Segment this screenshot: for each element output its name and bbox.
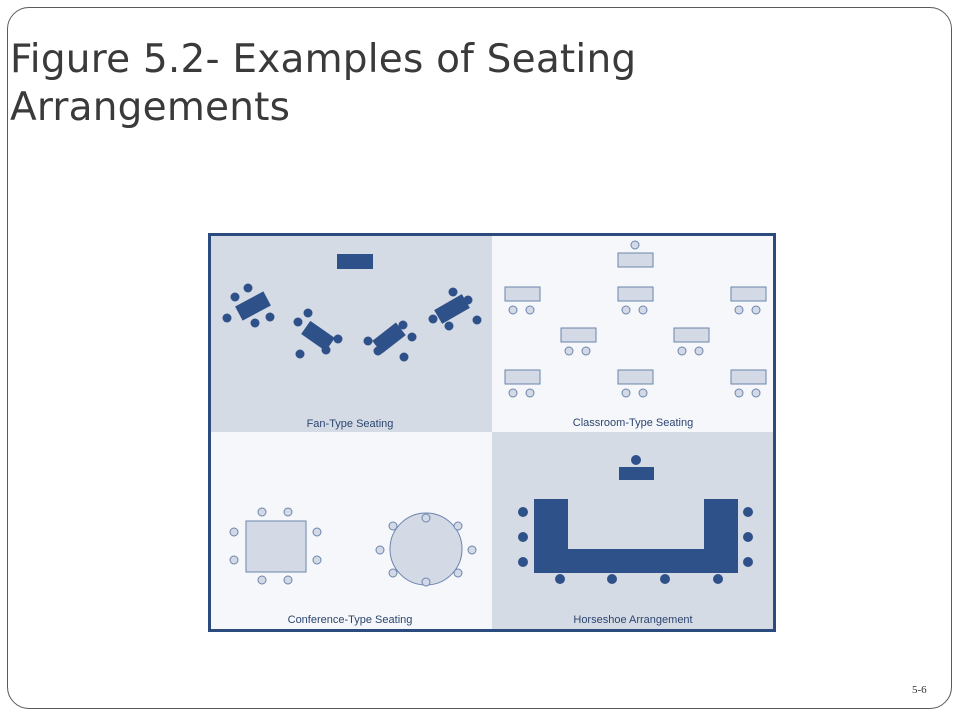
fan-chair bbox=[293, 317, 303, 327]
fan-chair bbox=[428, 314, 438, 324]
classroom-chair bbox=[638, 388, 648, 398]
conference-chair bbox=[283, 575, 293, 585]
classroom-seating-diagram bbox=[504, 240, 767, 398]
fan-table bbox=[372, 322, 406, 354]
slide-number: 5-6 bbox=[912, 684, 927, 696]
fan-chair bbox=[333, 334, 343, 344]
horseshoe-chair bbox=[743, 507, 753, 517]
classroom-desk bbox=[730, 286, 767, 302]
horseshoe-chair bbox=[518, 532, 528, 542]
classroom-chair bbox=[734, 305, 744, 315]
seating-arrangements-figure: Fan-Type Seating bbox=[208, 233, 776, 632]
horseshoe-chair bbox=[743, 532, 753, 542]
horseshoe-chair bbox=[607, 574, 617, 584]
fan-seating-diagram bbox=[222, 254, 482, 362]
horseshoe-arrangement-label: Horseshoe Arrangement bbox=[573, 614, 692, 626]
conference-chair bbox=[229, 555, 239, 565]
classroom-chair bbox=[508, 388, 518, 398]
fan-chair bbox=[463, 295, 473, 305]
fan-chair bbox=[472, 315, 482, 325]
horseshoe-chair bbox=[518, 507, 528, 517]
fan-chair bbox=[243, 283, 253, 293]
fan-chair bbox=[373, 346, 383, 356]
classroom-desk bbox=[617, 286, 654, 302]
conference-seating-diagram bbox=[229, 507, 477, 587]
fan-chair bbox=[295, 349, 305, 359]
conference-chair bbox=[388, 521, 398, 531]
classroom-desk bbox=[673, 327, 710, 343]
fan-chair bbox=[444, 321, 454, 331]
fan-presenter-table bbox=[337, 254, 373, 269]
conference-chair bbox=[375, 545, 385, 555]
fan-table-group bbox=[222, 283, 275, 328]
fan-chair bbox=[448, 287, 458, 297]
classroom-chair bbox=[581, 346, 591, 356]
horseshoe-chair bbox=[713, 574, 723, 584]
conference-chair bbox=[229, 527, 239, 537]
conference-chair bbox=[283, 507, 293, 517]
classroom-chair bbox=[525, 305, 535, 315]
conference-chair bbox=[312, 527, 322, 537]
classroom-chair bbox=[508, 305, 518, 315]
conference-chair bbox=[257, 507, 267, 517]
classroom-desk bbox=[560, 327, 597, 343]
conference-chair bbox=[421, 513, 431, 523]
classroom-chair bbox=[621, 305, 631, 315]
fan-chair bbox=[222, 313, 232, 323]
classroom-chair bbox=[734, 388, 744, 398]
classroom-chair bbox=[638, 305, 648, 315]
fan-chair bbox=[321, 345, 331, 355]
classroom-chair bbox=[751, 305, 761, 315]
horseshoe-table bbox=[534, 499, 738, 573]
fan-chair bbox=[250, 318, 260, 328]
conference-chair bbox=[257, 575, 267, 585]
classroom-instructor-desk bbox=[617, 252, 654, 268]
figure-border bbox=[208, 233, 776, 632]
horseshoe-chair bbox=[660, 574, 670, 584]
fan-table bbox=[301, 320, 335, 352]
classroom-chair bbox=[694, 346, 704, 356]
fan-table bbox=[434, 294, 470, 324]
classroom-seating-label: Classroom-Type Seating bbox=[573, 417, 693, 429]
classroom-chair bbox=[677, 346, 687, 356]
horseshoe-presenter-table bbox=[619, 467, 654, 480]
fan-chair bbox=[230, 292, 240, 302]
classroom-desk bbox=[730, 369, 767, 385]
fan-chair bbox=[265, 312, 275, 322]
horseshoe-chair bbox=[555, 574, 565, 584]
conference-chair bbox=[453, 568, 463, 578]
fan-chair bbox=[399, 352, 409, 362]
fan-table-group bbox=[363, 320, 417, 362]
fan-table-group bbox=[428, 287, 482, 331]
fan-chair bbox=[303, 308, 313, 318]
classroom-chair bbox=[525, 388, 535, 398]
conference-round-table bbox=[389, 512, 463, 586]
classroom-chair bbox=[621, 388, 631, 398]
classroom-desk bbox=[617, 369, 654, 385]
classroom-desk bbox=[504, 286, 541, 302]
classroom-instructor-chair bbox=[630, 240, 640, 250]
horseshoe-chair bbox=[518, 557, 528, 567]
fan-chair bbox=[363, 336, 373, 346]
fan-table-group bbox=[293, 308, 343, 359]
fan-chair bbox=[398, 320, 408, 330]
horseshoe-presenter-chair bbox=[631, 455, 641, 465]
horseshoe-chair bbox=[743, 557, 753, 567]
conference-seating-label: Conference-Type Seating bbox=[288, 614, 413, 626]
seating-figure-svg: Fan-Type Seating bbox=[208, 233, 776, 632]
conference-chair bbox=[388, 568, 398, 578]
conference-chair bbox=[421, 577, 431, 587]
slide-title: Figure 5.2- Examples of Seating Arrangem… bbox=[10, 37, 637, 130]
classroom-chair bbox=[751, 388, 761, 398]
fan-table bbox=[235, 291, 271, 321]
fan-chair bbox=[407, 332, 417, 342]
conference-chair bbox=[467, 545, 477, 555]
fan-seating-label: Fan-Type Seating bbox=[307, 418, 394, 430]
classroom-desk bbox=[504, 369, 541, 385]
classroom-chair bbox=[564, 346, 574, 356]
conference-chair bbox=[312, 555, 322, 565]
horseshoe-seating-diagram bbox=[518, 455, 753, 584]
conference-square-table bbox=[245, 520, 307, 573]
conference-chair bbox=[453, 521, 463, 531]
